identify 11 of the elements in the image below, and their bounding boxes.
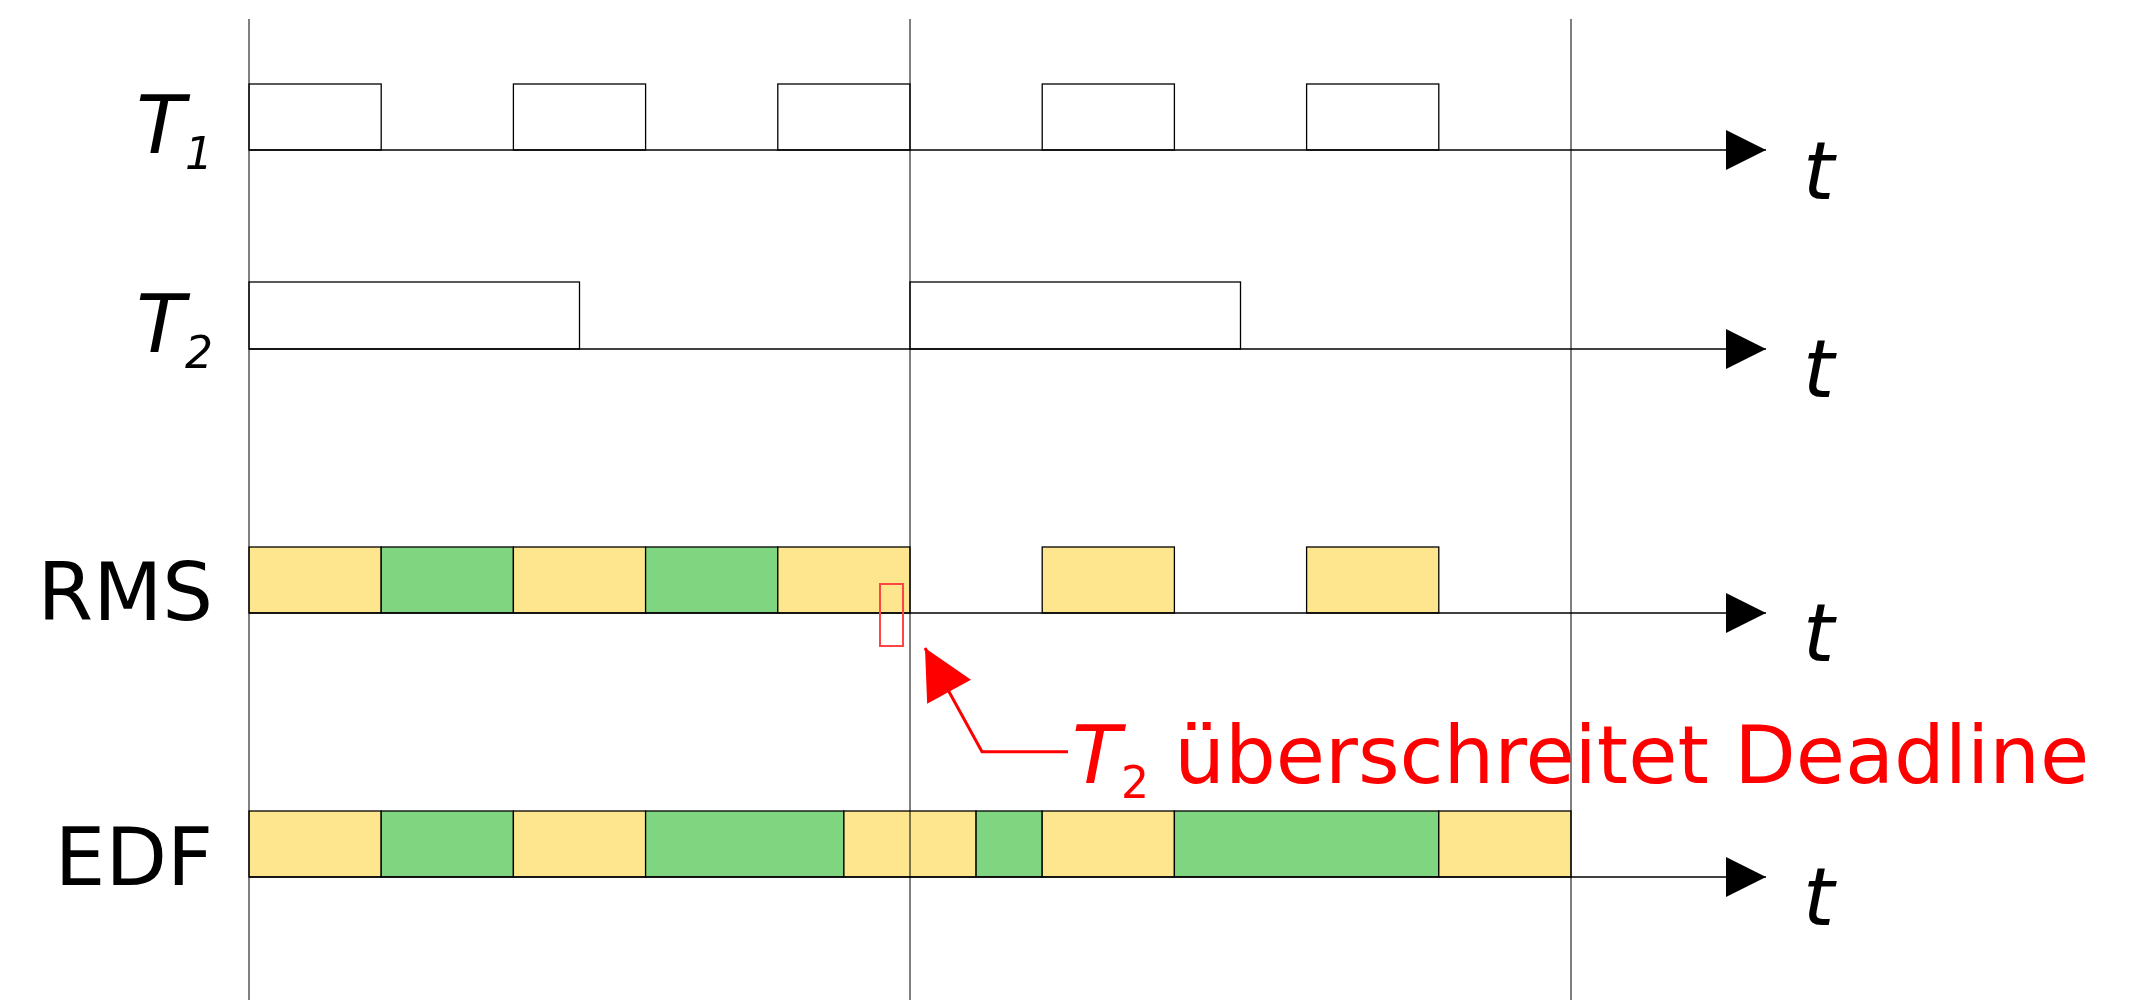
axis-label: t bbox=[1803, 594, 1835, 674]
axis-label: t bbox=[1803, 330, 1835, 410]
task-label: T$_{1}$ bbox=[136, 86, 213, 176]
scheduler-label: EDF bbox=[54, 818, 213, 898]
annotation-text: T$_{2}$ überschreitet Deadline bbox=[1072, 716, 2090, 806]
deadline-marker bbox=[879, 583, 904, 647]
axis-label: t bbox=[1803, 132, 1835, 212]
scheduler-label: RMS bbox=[37, 553, 213, 633]
leader-arrow bbox=[923, 647, 1068, 754]
axis-label: t bbox=[1803, 858, 1835, 938]
task-label: T$_{2}$ bbox=[136, 285, 213, 375]
